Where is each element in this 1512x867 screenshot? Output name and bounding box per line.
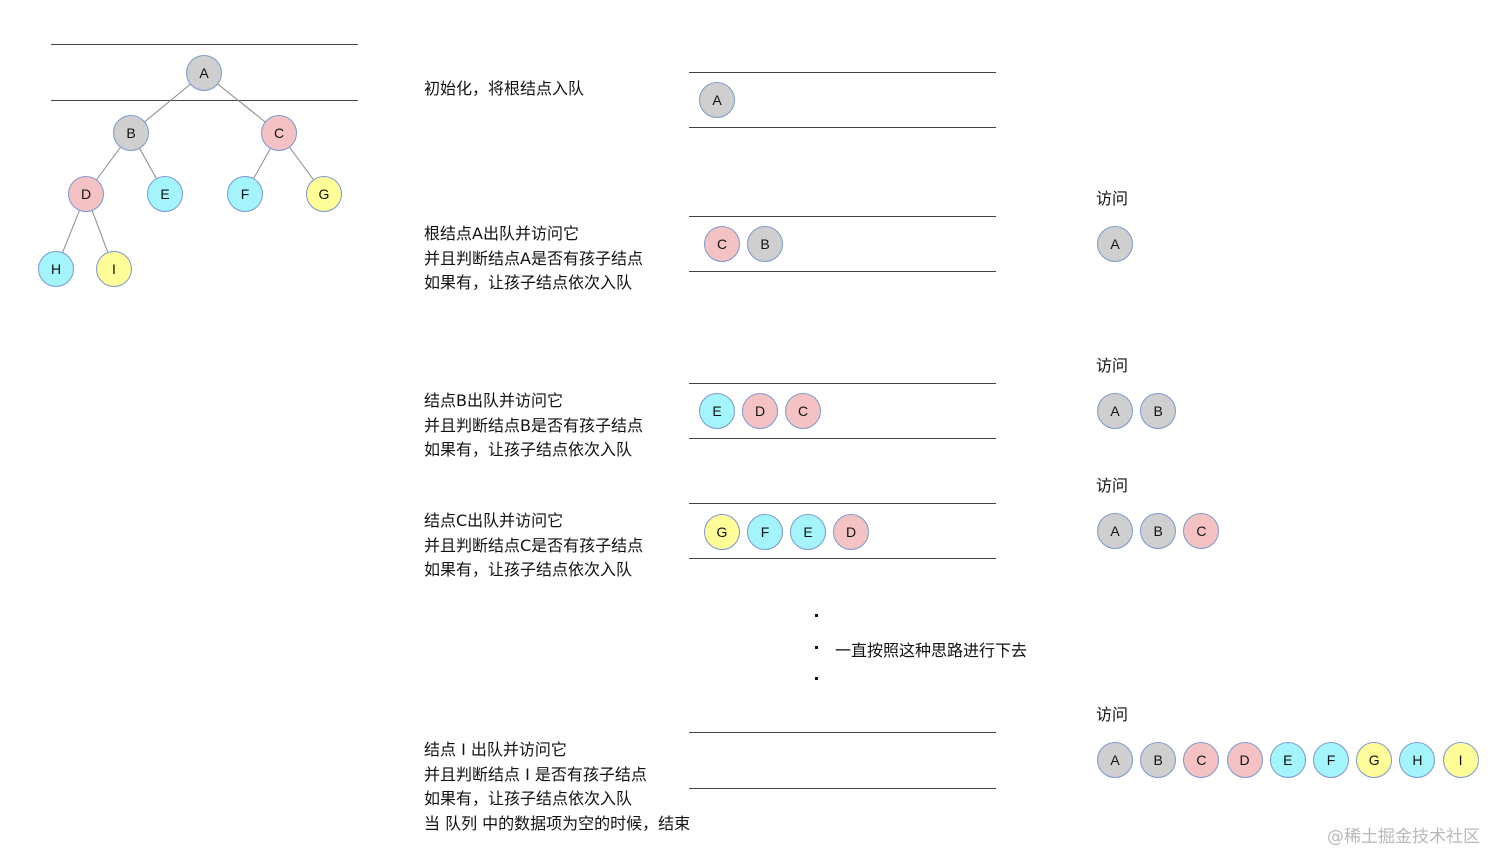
node-f: F [1313, 742, 1349, 778]
node-b: B [1140, 742, 1177, 778]
node-d: D [1226, 742, 1263, 778]
step-3-visit-label: 访问 [1096, 356, 1129, 375]
step-5-visit-label: 访问 [1096, 705, 1129, 724]
node-a: A [699, 82, 735, 118]
node-i: I [1442, 742, 1479, 778]
node-g: G [306, 176, 342, 212]
node-a: A [1097, 393, 1133, 429]
queue-top-line [689, 503, 996, 504]
node-c: C [1183, 513, 1220, 549]
queue-top-line [689, 216, 996, 217]
node-e: E [1269, 742, 1306, 778]
ellipsis-dot [815, 646, 818, 649]
queue-bottom-line [689, 127, 996, 128]
node-f: F [227, 176, 263, 212]
node-h: H [38, 251, 74, 287]
step-3-description: 结点B出队并访问它 并且判断结点B是否有孩子结点 如果有，让孩子结点依次入队 [424, 391, 643, 459]
node-d: D [742, 393, 778, 429]
node-f: F [747, 514, 783, 550]
node-b: B [747, 226, 783, 262]
node-d: D [68, 176, 104, 212]
queue-bottom-line [689, 438, 996, 439]
node-e: E [699, 393, 735, 429]
queue-bottom-line [689, 558, 996, 559]
step-5-description: 结点 I 出队并访问它 并且判断结点 I 是否有孩子结点 如果有，让孩子结点依次… [424, 740, 691, 833]
tree-queue-top-line [51, 44, 358, 45]
step-2-description: 根结点A出队并访问它 并且判断结点A是否有孩子结点 如果有，让孩子结点依次入队 [424, 224, 643, 292]
step-1-description: 初始化，将根结点入队 [424, 79, 585, 98]
node-c: C [785, 393, 821, 429]
watermark: @稀土掘金技术社区 [1327, 827, 1480, 847]
node-a: A [186, 55, 222, 91]
step-4-description: 结点C出队并访问它 并且判断结点C是否有孩子结点 如果有，让孩子结点依次入队 [424, 511, 644, 579]
queue-top-line [689, 383, 996, 384]
node-a: A [1097, 742, 1133, 778]
node-g: G [704, 514, 740, 550]
step-2-visit-label: 访问 [1096, 189, 1129, 208]
node-c: C [261, 115, 297, 151]
queue-bottom-line [689, 271, 996, 272]
queue-bottom-line [689, 788, 996, 789]
tree-queue-bottom-line [51, 100, 358, 101]
node-h: H [1399, 742, 1436, 778]
node-c: C [704, 226, 740, 262]
node-e: E [790, 514, 826, 550]
queue-top-line [689, 732, 996, 733]
ellipsis-dot [815, 677, 818, 680]
node-c: C [1183, 742, 1220, 778]
node-a: A [1097, 226, 1133, 262]
node-g: G [1356, 742, 1393, 778]
node-d: D [833, 514, 869, 550]
ellipsis-dot [815, 614, 818, 617]
node-a: A [1097, 513, 1133, 549]
node-b: B [113, 115, 149, 151]
node-i: I [96, 251, 132, 287]
node-e: E [147, 176, 183, 212]
step-4-visit-label: 访问 [1096, 476, 1129, 495]
node-b: B [1140, 513, 1177, 549]
queue-top-line [689, 72, 996, 73]
ellipsis-note: 一直按照这种思路进行下去 [835, 641, 1028, 660]
node-b: B [1140, 393, 1177, 429]
